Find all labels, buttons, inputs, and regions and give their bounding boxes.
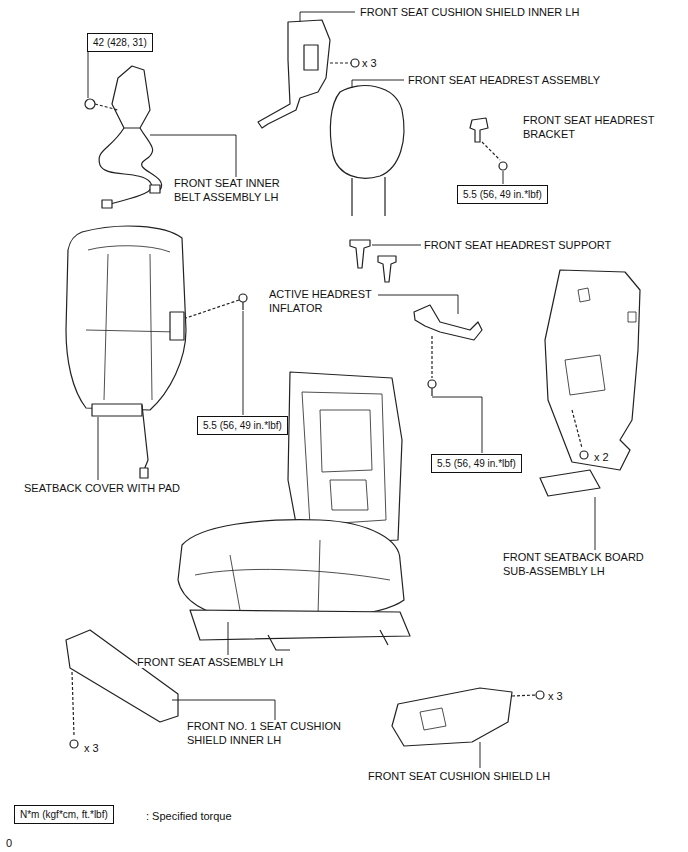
part-name: FRONT NO. 1 SEAT CUSHION SHIELD INNER LH <box>187 720 341 746</box>
torque-box: 5.5 (56, 49 in.*lbf) <box>431 454 522 473</box>
part-name-holder: FRONT SEAT INNER BELT ASSEMBLY LH <box>174 176 292 204</box>
part-name: FRONT SEATBACK BOARD SUB-ASSEMBLY LH <box>503 551 644 577</box>
part-name-holder: SEATBACK COVER WITH PAD <box>24 481 180 495</box>
part-name: FRONT SEAT ASSEMBLY LH <box>137 656 283 668</box>
part-name-holder: ACTIVE HEADREST INFLATOR <box>269 287 381 315</box>
part-name: FRONT SEAT HEADREST SUPPORT <box>424 239 611 251</box>
quantity-holder: x 3 <box>362 56 377 70</box>
quantity-holder: x 3 <box>548 689 563 703</box>
part-name: FRONT SEAT CUSHION SHIELD INNER LH <box>360 6 579 18</box>
figure-number: 0 <box>6 837 12 849</box>
quantity: x 2 <box>594 451 609 463</box>
part-name-holder: FRONT SEATBACK BOARD SUB-ASSEMBLY LH <box>503 550 658 578</box>
part-name: FRONT SEAT HEADREST BRACKET <box>523 114 654 140</box>
torque-value: 5.5 (56, 49 in.*lbf) <box>463 189 542 200</box>
torque-value: 5.5 (56, 49 in.*lbf) <box>203 420 282 431</box>
part-name-holder: FRONT SEAT HEADREST ASSEMBLY <box>408 73 600 87</box>
quantity: x 3 <box>84 742 99 754</box>
legend-text-holder: : Specified torque <box>146 809 232 823</box>
torque-box: 42 (428, 31) <box>87 33 153 52</box>
quantity: x 3 <box>548 690 563 702</box>
part-name-holder: FRONT SEAT ASSEMBLY LH <box>137 655 283 669</box>
torque-value: 42 (428, 31) <box>93 37 147 48</box>
legend-text: : Specified torque <box>146 810 232 822</box>
part-name-holder: FRONT SEAT CUSHION SHIELD INNER LH <box>360 5 579 19</box>
quantity-holder: x 3 <box>84 741 99 755</box>
quantity: x 3 <box>362 57 377 69</box>
torque-box: N*m (kgf*cm, ft.*lbf) <box>14 805 114 824</box>
part-name: ACTIVE HEADREST INFLATOR <box>269 288 372 314</box>
part-name: FRONT SEAT CUSHION SHIELD LH <box>368 770 550 782</box>
part-name: FRONT SEAT INNER BELT ASSEMBLY LH <box>174 177 280 203</box>
torque-value: N*m (kgf*cm, ft.*lbf) <box>20 809 108 820</box>
torque-box: 5.5 (56, 49 in.*lbf) <box>457 185 548 204</box>
part-name-holder: FRONT NO. 1 SEAT CUSHION SHIELD INNER LH <box>187 719 362 747</box>
torque-value: 5.5 (56, 49 in.*lbf) <box>437 458 516 469</box>
part-name: FRONT SEAT HEADREST ASSEMBLY <box>408 74 600 86</box>
figure-number-holder: 0 <box>6 836 12 850</box>
part-name-holder: FRONT SEAT CUSHION SHIELD LH <box>368 769 550 783</box>
part-name-holder: FRONT SEAT HEADREST SUPPORT <box>424 238 611 252</box>
torque-box: 5.5 (56, 49 in.*lbf) <box>197 416 288 435</box>
part-name: SEATBACK COVER WITH PAD <box>24 482 180 494</box>
quantity-holder: x 2 <box>594 450 609 464</box>
part-name-holder: FRONT SEAT HEADREST BRACKET <box>523 113 668 141</box>
